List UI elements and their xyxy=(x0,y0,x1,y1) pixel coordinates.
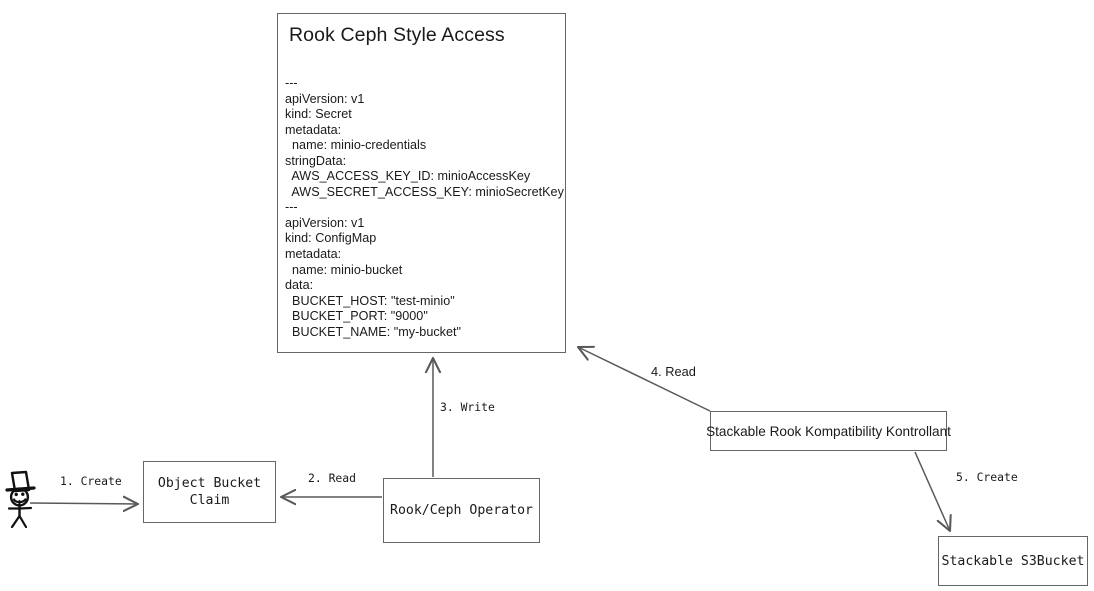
edge-label-4-read: 4. Read xyxy=(651,364,696,379)
yaml-manifest-card: Rook Ceph Style Access --- apiVersion: v… xyxy=(277,13,566,353)
edge-label-3-write: 3. Write xyxy=(440,400,495,414)
node-object-bucket-claim[interactable]: Object Bucket Claim xyxy=(143,461,276,523)
edge-1-create xyxy=(29,503,138,504)
node-stackable-s3bucket-label: Stackable S3Bucket xyxy=(941,553,1085,569)
node-rook-ceph-operator-label: Rook/Ceph Operator xyxy=(390,503,533,518)
node-srkk-label: Stackable Rook Kompatibility Kontrollant xyxy=(706,423,951,439)
node-stackable-s3bucket[interactable]: Stackable S3Bucket xyxy=(938,536,1088,586)
node-stackable-rook-kompatibility-kontrollant[interactable]: Stackable Rook Kompatibility Kontrollant xyxy=(706,411,951,451)
node-object-bucket-claim-label: Object Bucket Claim xyxy=(157,476,262,508)
edge-label-2-read: 2. Read xyxy=(308,471,357,485)
edge-5-create xyxy=(914,451,950,531)
edge-label-5-create: 5. Create xyxy=(956,470,1018,484)
node-rook-ceph-operator[interactable]: Rook/Ceph Operator xyxy=(383,478,540,543)
yaml-card-title: Rook Ceph Style Access xyxy=(289,24,505,46)
edge-label-1-create: 1. Create xyxy=(60,474,122,488)
edge-4-read xyxy=(578,347,711,412)
yaml-card-body: --- apiVersion: v1 kind: Secret metadata… xyxy=(285,76,564,339)
stick-figure-with-top-hat-icon xyxy=(5,470,36,528)
